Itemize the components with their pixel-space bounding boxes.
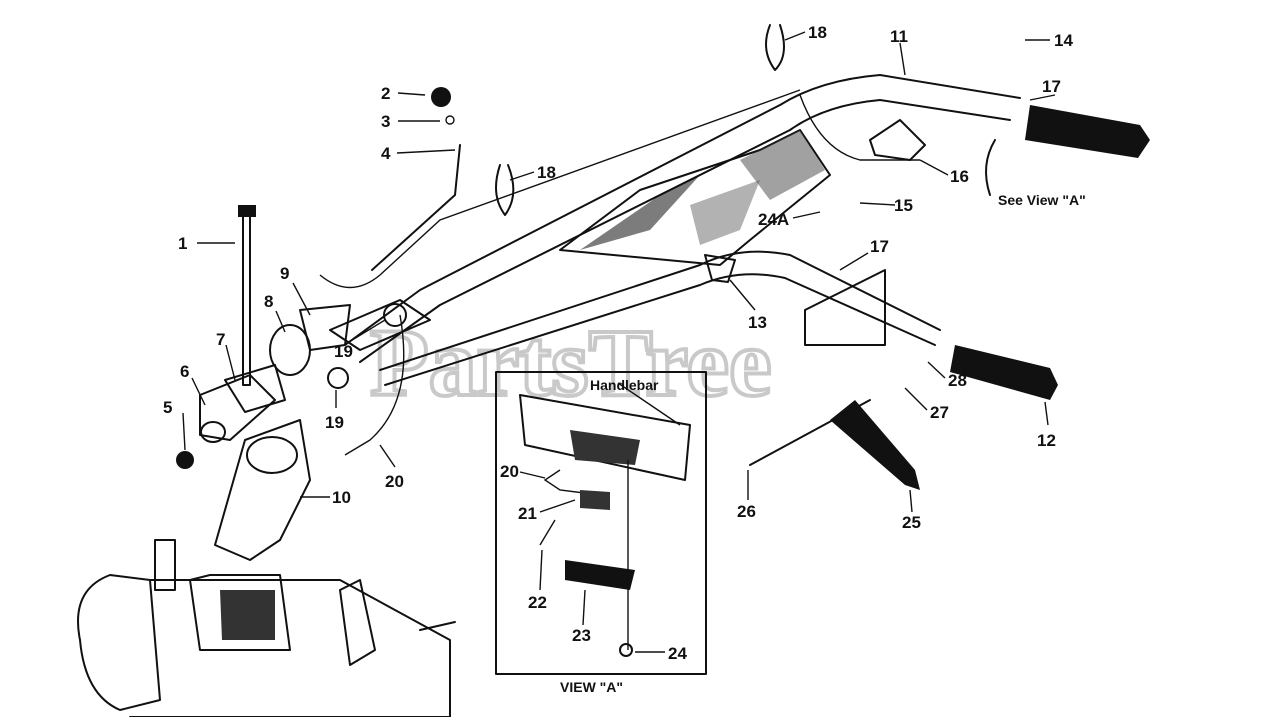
callout-25: 25 — [902, 513, 921, 532]
callout-8: 8 — [264, 292, 273, 311]
shift-components — [176, 205, 351, 561]
callout-24a: 24A — [758, 210, 789, 229]
callout-12: 12 — [1037, 431, 1056, 450]
view-a-title: VIEW "A" — [560, 679, 623, 695]
callout-21: 21 — [518, 504, 537, 523]
callout-3: 3 — [381, 112, 390, 131]
callout-1: 1 — [178, 234, 187, 253]
transmission — [77, 539, 456, 717]
callout-13: 13 — [748, 313, 767, 332]
callout-2: 2 — [381, 84, 390, 103]
leaders — [182, 31, 1056, 653]
callout-18-lower: 18 — [537, 163, 556, 182]
callout-22: 22 — [528, 593, 547, 612]
callout-19-upper: 19 — [334, 342, 353, 361]
callout-14: 14 — [1054, 31, 1073, 50]
callout-6: 6 — [180, 362, 189, 381]
callout-20-main: 20 — [385, 472, 404, 491]
callout-15: 15 — [894, 196, 913, 215]
callout-20-view: 20 — [500, 462, 519, 481]
callout-19-lower: 19 — [325, 413, 344, 432]
callout-16: 16 — [950, 167, 969, 186]
view-a-inset — [495, 371, 707, 675]
handlebar-label: Handlebar — [590, 377, 659, 393]
see-view-a-label: See View "A" — [998, 192, 1086, 208]
lower-grip — [950, 345, 1058, 400]
callout-27: 27 — [930, 403, 949, 422]
callout-10: 10 — [332, 488, 351, 507]
callout-18-upper: 18 — [808, 23, 827, 42]
callout-17-upper: 17 — [1042, 77, 1061, 96]
callout-11: 11 — [890, 27, 908, 46]
callout-5: 5 — [163, 398, 172, 417]
callout-4: 4 — [381, 144, 391, 163]
callout-labels: 1 2 3 4 5 6 7 8 9 10 11 12 13 14 15 16 1… — [163, 23, 1086, 695]
callout-23: 23 — [572, 626, 591, 645]
callout-26: 26 — [737, 502, 756, 521]
callout-17-lower: 17 — [870, 237, 889, 256]
upper-grip — [1025, 105, 1150, 158]
callout-7: 7 — [216, 330, 225, 349]
callout-24: 24 — [668, 644, 687, 663]
callout-28: 28 — [948, 371, 967, 390]
callout-9: 9 — [280, 264, 289, 283]
handlebar-assembly — [319, 24, 1150, 490]
